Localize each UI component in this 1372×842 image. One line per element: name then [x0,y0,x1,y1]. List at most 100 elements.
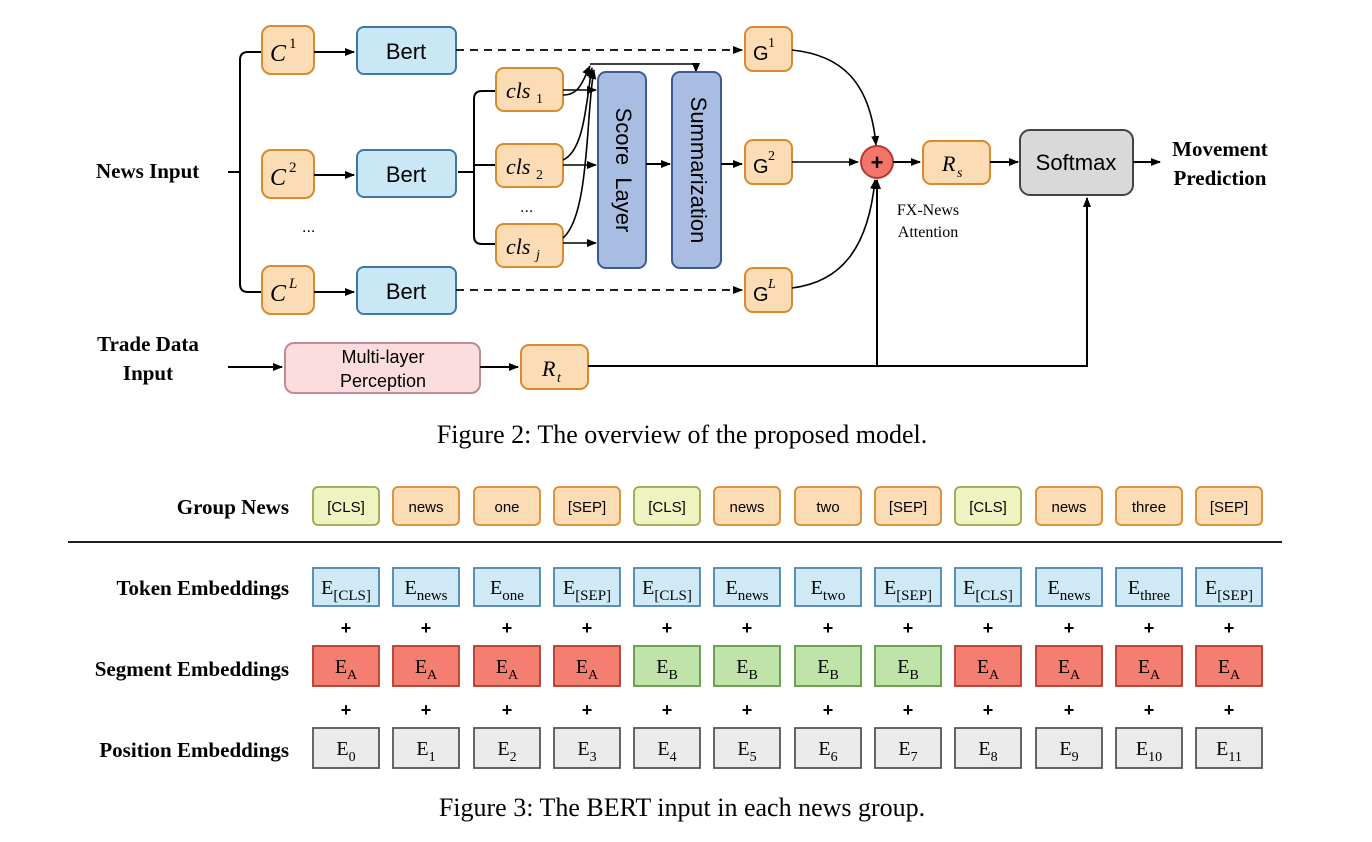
mlp-box: Multi-layer Perception [284,342,481,394]
chunk-sup: 2 [289,160,297,176]
embedding-subscript: two [823,588,846,604]
group-news-token: [CLS] [954,486,1022,526]
embedding-letter: E [818,738,830,760]
embedding-letter: E [642,577,654,599]
token-label: [SEP] [568,499,606,516]
svg-text:EA: EA [1138,656,1161,683]
score-layer-bar: Score Layer [597,71,647,269]
group-sup: 1 [768,36,775,51]
embedding-letter: E [1059,738,1071,760]
chunk-ellipsis: ... [302,219,315,236]
group-sup: L [767,277,776,292]
token-embedding-cell: E[CLS] [633,567,701,607]
embedding-letter: E [490,577,502,599]
embedding-subscript: 4 [670,750,677,765]
output-label-line2: Prediction [1174,166,1267,190]
embedding-letter: E [1128,577,1140,599]
embedding-subscript: B [748,668,757,683]
plus-sign: + [341,700,352,720]
embedding-letter: E [736,656,748,678]
group-base: G [753,43,769,65]
svg-text:E3: E3 [577,738,596,765]
token-label: news [1051,499,1086,516]
embedding-letter: E [977,656,989,678]
embedding-subscript: 10 [1148,750,1162,765]
embedding-letter: E [1216,738,1228,760]
svg-text:E7: E7 [898,738,917,765]
svg-text:E[CLS]: E[CLS] [963,577,1013,604]
position-embedding-cell: E9 [1035,727,1103,769]
mlp-label-line2: Perception [340,371,426,391]
embedding-subscript: B [909,668,918,683]
plus-sign: + [1064,618,1075,638]
row-label-group-news: Group News [177,495,289,519]
news-input-label: News Input [96,159,199,183]
svg-text:Ethree: Ethree [1128,577,1171,604]
embedding-subscript: A [1230,668,1241,683]
svg-text:E0: E0 [336,738,355,765]
position-embedding-cell: E6 [794,727,862,769]
embedding-letter: E [416,738,428,760]
cls-sub: j [534,248,540,263]
token-embedding-cell: E[SEP] [874,567,942,607]
embedding-letter: E [884,577,896,599]
group-news-token: two [794,486,862,526]
plus-sign: + [823,618,834,638]
segment-embedding-cell: EA [1035,645,1103,687]
chunk-base: C [270,281,287,307]
group-box-2: G 2 [744,139,793,185]
plus-sign: + [421,700,432,720]
svg-text:E2: E2 [497,738,516,765]
position-embedding-cell: E4 [633,727,701,769]
embedding-letter: E [817,656,829,678]
cls-ellipsis: ... [520,199,533,216]
summarization-label: Summarization [686,97,711,244]
plus-sign: + [1224,700,1235,720]
softmax-box: Softmax [1019,129,1134,196]
chunk-sup: 1 [289,36,297,52]
embedding-subscript: A [588,668,599,683]
group-news-token: [SEP] [874,486,942,526]
trade-input-label-line1: Trade Data [97,332,199,356]
segment-embedding-cell: EB [874,645,942,687]
embedding-subscript: A [1150,668,1161,683]
rt-box: R t [520,344,589,390]
arrow-g1-plus [791,49,880,146]
embedding-subscript: A [347,668,358,683]
svg-text:E1: E1 [416,738,435,765]
plus-sign: + [341,618,352,638]
embedding-subscript: three [1140,588,1170,604]
token-label: two [816,499,839,516]
embedding-letter: E [415,656,427,678]
plus-glyph: + [871,150,884,175]
chunk-box-L: C L [261,265,315,315]
svg-text:EA: EA [576,656,599,683]
figure2-diagram: News Input Trade Data Input C 1 C 2 ... … [96,25,1268,394]
position-embedding-cell: E8 [954,727,1022,769]
token-label: one [494,499,519,516]
embedding-subscript: 5 [750,750,757,765]
token-label: news [408,499,443,516]
bert-label: Bert [386,279,426,304]
plus-sign: + [903,700,914,720]
plus-sign: + [1144,618,1155,638]
cls-sub: 1 [536,92,543,107]
score-layer-label: Score Layer [611,108,636,233]
group-news-token: [SEP] [1195,486,1263,526]
embedding-subscript: 11 [1228,750,1241,765]
embedding-letter: E [656,656,668,678]
svg-text:Eone: Eone [490,577,524,604]
embedding-subscript: [CLS] [333,588,371,604]
plus-sign: + [582,618,593,638]
segment-embedding-cell: EA [312,645,380,687]
position-embedding-cell: E11 [1195,727,1263,769]
bert-label: Bert [386,39,426,64]
svg-text:E5: E5 [737,738,756,765]
rs-sub: s [957,166,963,181]
embedding-letter: E [321,577,333,599]
rs-base: R [941,151,956,176]
svg-text:EB: EB [897,656,919,683]
svg-text:EB: EB [817,656,839,683]
plus-sign: + [983,618,994,638]
svg-text:E[CLS]: E[CLS] [321,577,371,604]
